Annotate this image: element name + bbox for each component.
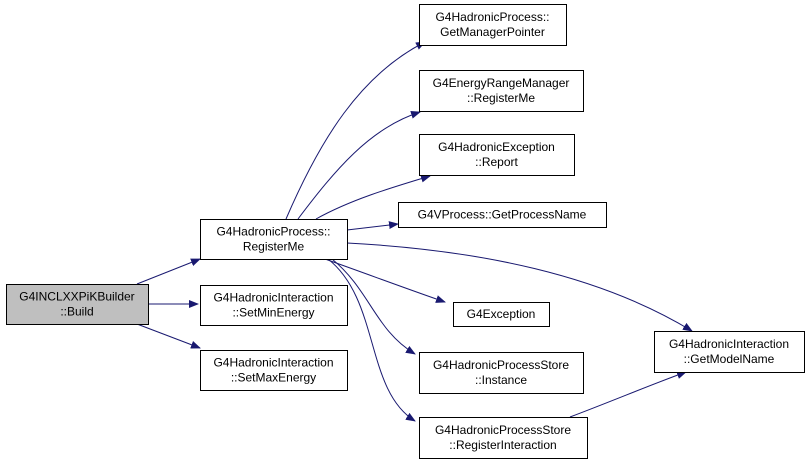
node-label-line: ::SetMinEnergy [232,306,314,320]
node-box [200,350,348,391]
node-label-line: G4HadronicProcess:: [435,10,549,24]
edge-line [324,258,446,303]
node-box [419,4,567,46]
edge-registerme-to-getmgr [285,41,426,220]
node-label-line: ::Build [60,305,93,319]
node-regint[interactable]: G4HadronicProcessStore::RegisterInteract… [419,417,588,459]
node-exception[interactable]: G4Exception [453,302,550,327]
node-report[interactable]: G4HadronicException::Report [419,134,575,176]
node-label-line: ::RegisterMe [467,91,535,105]
edge-registerme-to-getproc [346,221,399,231]
edge-line [569,371,687,418]
node-label-line: RegisterMe [243,240,305,254]
node-box [419,70,584,112]
node-label-line: ::SetMaxEnergy [231,371,316,385]
edge-line [346,221,399,231]
node-label-line: ::Instance [475,373,527,387]
edge-registerme-to-instance [331,258,416,355]
edge-line [327,258,416,422]
edge-registerme-to-regint [327,258,416,422]
node-getproc[interactable]: G4VProcess::GetProcessName [398,202,607,228]
node-label-line: ::RegisterInteraction [449,438,556,452]
node-box [654,331,805,373]
edge-build-to-registerme [136,258,201,285]
edge-line [331,258,416,355]
node-build: G4INCLXXPiKBuilder::Build [6,284,149,325]
node-label-line: ::Report [475,155,518,169]
node-box [419,134,575,176]
edge-line [346,242,693,332]
edges-layer [136,41,693,422]
node-label-line: G4Exception [467,307,536,321]
node-label-line: G4HadronicProcessStore [435,423,571,437]
edge-registerme-to-erm [297,110,421,220]
node-label-line: G4HadronicException [438,140,555,154]
node-label-line: G4HadronicInteraction [669,337,789,351]
node-label-line: G4EnergyRangeManager [433,76,570,90]
node-label-line: GetManagerPointer [440,25,545,39]
node-instance[interactable]: G4HadronicProcessStore::Instance [419,352,584,394]
edge-build-to-setmax [136,323,201,349]
node-label-line: G4INCLXXPiKBuilder [19,290,134,304]
node-label-line: ::GetModelName [684,352,775,366]
nodes-layer: G4INCLXXPiKBuilder::BuildG4HadronicProce… [6,4,805,459]
edge-line [136,258,201,285]
edge-registerme-to-exception [324,258,446,303]
node-box [200,219,348,260]
node-label-line: G4HadronicProcessStore [433,358,569,372]
node-label-line: G4VProcess::GetProcessName [418,208,587,222]
node-box [6,284,149,325]
node-box [453,302,550,327]
edge-line [315,174,431,220]
edge-registerme-to-report [315,174,431,220]
node-label-line: G4HadronicInteraction [213,356,333,370]
node-setmax[interactable]: G4HadronicInteraction::SetMaxEnergy [200,350,348,391]
node-getmodel[interactable]: G4HadronicInteraction::GetModelName [654,331,805,373]
node-box [419,417,588,459]
edge-line [285,41,426,220]
node-getmgr[interactable]: G4HadronicProcess::GetManagerPointer [419,4,567,46]
edge-registerme-to-getmodel [346,242,693,332]
node-box [419,352,584,394]
node-label-line: G4HadronicInteraction [213,291,333,305]
edge-line [297,110,421,220]
node-box [200,285,348,326]
node-label-line: G4HadronicProcess:: [216,225,330,239]
node-setmin[interactable]: G4HadronicInteraction::SetMinEnergy [200,285,348,326]
edge-regint-to-getmodel [569,371,687,418]
node-box [398,202,607,228]
edge-line [136,323,201,349]
node-erm[interactable]: G4EnergyRangeManager::RegisterMe [419,70,584,112]
node-registerme[interactable]: G4HadronicProcess::RegisterMe [200,219,348,260]
